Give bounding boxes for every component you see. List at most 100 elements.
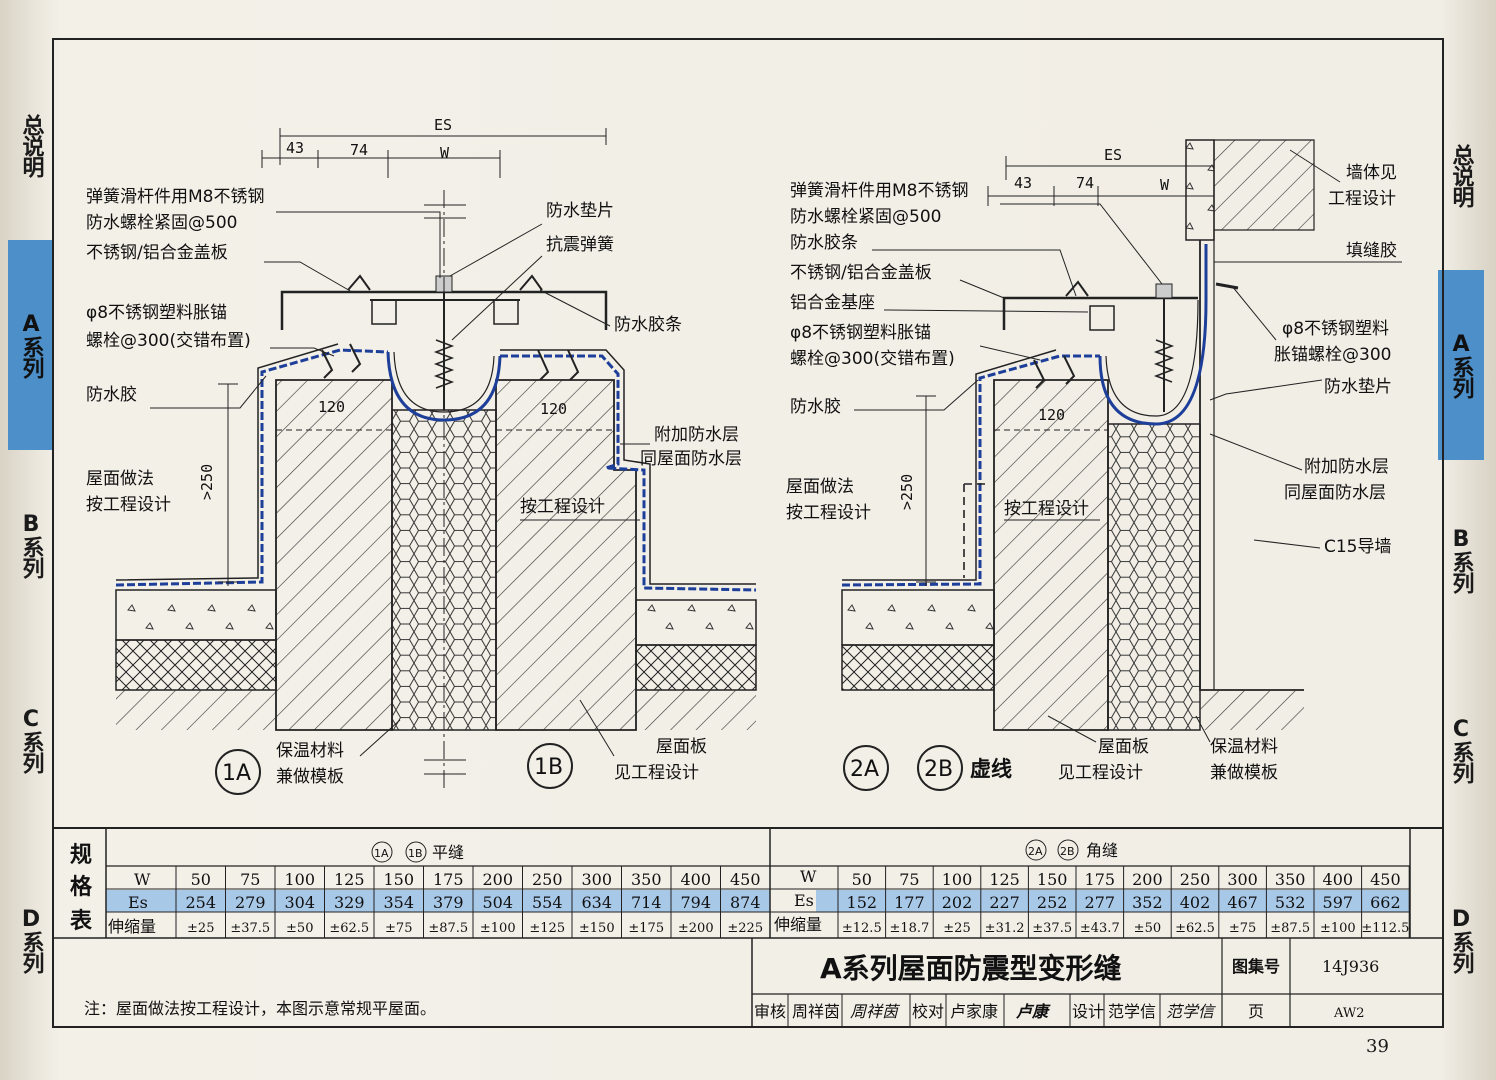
table-cell-left-w: 150: [383, 870, 414, 889]
table-cell-left-w: 400: [680, 870, 711, 889]
table-cell-right-es: 597: [1323, 893, 1354, 912]
table-cell-left-es: 634: [581, 893, 612, 912]
label-sealant-right: 防水胶: [790, 397, 841, 417]
label-anchor-line1-right: φ8不锈钢塑料胀锚: [790, 323, 931, 343]
table-cell-left-stretch: ±100: [480, 921, 516, 936]
dim-w-right: W: [1160, 176, 1170, 194]
label-insul-line2-left: 兼做模板: [276, 767, 344, 787]
label-guide-right: C15导墙: [1324, 537, 1392, 557]
table-title-char-1: 规: [70, 843, 92, 868]
label-wall-line2-right: 工程设计: [1328, 189, 1396, 209]
side-tab-a-right[interactable]: A系列: [1438, 270, 1484, 460]
label-roof-line1-right: 屋面做法: [786, 477, 854, 497]
table-cell-left-stretch: ±37.5: [230, 921, 270, 936]
row-label-es-right: Es: [794, 891, 814, 910]
label-design-left: 按工程设计: [520, 497, 605, 517]
dim-es-left: ES: [434, 116, 452, 134]
table-cell-left-stretch: ±175: [628, 921, 664, 936]
table-cell-right-stretch: ±12.5: [842, 921, 882, 936]
table-title-char-2: 格: [70, 874, 93, 900]
label-insul-line1-left: 保温材料: [276, 741, 344, 761]
table-cell-left-stretch: ±25: [187, 921, 214, 936]
table-cell-left-w: 200: [482, 870, 513, 889]
label-roof-line2-left: 按工程设计: [86, 495, 171, 515]
checker-signature: 卢康: [1016, 1002, 1051, 1021]
row-label-stretch-left: 伸缩量: [108, 917, 156, 936]
dim-43-left: 43: [286, 139, 304, 157]
label-design-right: 按工程设计: [1004, 499, 1089, 519]
row-label-w-right: W: [800, 867, 817, 886]
table-cell-right-es: 202: [942, 893, 973, 912]
tag-2b: 2B: [924, 757, 953, 782]
table-cell-left-stretch: ±225: [727, 921, 763, 936]
table-cell-right-es: 662: [1370, 893, 1401, 912]
table-cell-right-es: 277: [1085, 893, 1116, 912]
row-label-es-left: Es: [128, 893, 148, 912]
drawing-title: A系列屋面防震型变形缝: [820, 952, 1122, 985]
side-tab-d-left[interactable]: D系列: [18, 907, 44, 973]
table-cell-left-es: 329: [334, 893, 365, 912]
table-cell-right-es: 152: [847, 893, 878, 912]
tag-1a: 1A: [222, 761, 251, 786]
designer-name: 范学信: [1108, 1002, 1156, 1021]
drawing-frame: [52, 38, 1444, 1028]
dim-120a-left: 120: [318, 398, 345, 416]
title-block: A系列屋面防震型变形缝 图集号 14J936 审核 周祥茵 周祥茵 校对 卢家康…: [751, 938, 1442, 1026]
side-tab-a-left[interactable]: A系列: [8, 240, 54, 450]
table-cell-right-stretch: ±75: [1229, 921, 1256, 936]
label-anchor-line2-left: 螺栓@300(交错布置): [86, 331, 251, 351]
table-cell-left-es: 279: [235, 893, 266, 912]
table-cell-right-w: 175: [1085, 870, 1116, 889]
side-tab-d-right[interactable]: D系列: [1448, 907, 1474, 973]
table-cell-left-stretch: ±150: [579, 921, 615, 936]
side-tab-b-right[interactable]: B系列: [1448, 527, 1474, 593]
table-cell-right-w: 50: [852, 870, 872, 889]
label-anchor-line1-left: φ8不锈钢塑料胀锚: [86, 303, 227, 323]
table-cell-right-stretch: ±37.5: [1032, 921, 1072, 936]
page-code: AW2: [1333, 1006, 1365, 1021]
table-cell-left-es: 354: [383, 893, 414, 912]
reviewer-signature: 周祥茵: [850, 1002, 901, 1021]
side-tab-general-left[interactable]: 总说明: [18, 113, 44, 177]
table-cell-right-stretch: ±50: [1134, 921, 1161, 936]
table-cell-left-w: 450: [730, 870, 761, 889]
table-cell-right-es: 352: [1132, 893, 1163, 912]
design-label: 设计: [1072, 1002, 1104, 1021]
row-label-stretch-right: 伸缩量: [774, 915, 822, 934]
table-tag-2b: 2B: [1060, 845, 1075, 858]
label-sealant-left: 防水胶: [86, 385, 137, 405]
table-cell-right-w: 250: [1180, 870, 1211, 889]
table-cell-left-w: 100: [284, 870, 315, 889]
side-tab-c-left[interactable]: C系列: [18, 707, 44, 773]
tag-1b: 1B: [534, 755, 563, 780]
table-cell-left-w: 350: [631, 870, 662, 889]
table-cell-right-w: 400: [1323, 870, 1354, 889]
table-cell-left-stretch: ±125: [529, 921, 565, 936]
table-cell-right-w: 100: [942, 870, 973, 889]
table-cell-left-w: 125: [334, 870, 365, 889]
label-anchor-line2-right: 螺栓@300(交错布置): [790, 349, 955, 369]
dim-es-right: ES: [1104, 146, 1122, 164]
label-base-right: 铝合金基座: [790, 293, 875, 313]
label-slab-line2-right: 见工程设计: [1058, 763, 1143, 783]
dim-250-right: >250: [898, 474, 916, 510]
side-tab-c-right[interactable]: C系列: [1448, 717, 1474, 783]
table-cell-right-stretch: ±25: [943, 921, 970, 936]
table-cell-right-es: 227: [989, 893, 1020, 912]
label-filler-right: 填缝胶: [1346, 241, 1397, 261]
table-header-corner: 角缝: [1086, 841, 1118, 860]
side-tab-general-right[interactable]: 总说明: [1448, 143, 1474, 207]
label-insul-line1-right: 保温材料: [1210, 737, 1278, 757]
footnote: 注：屋面做法按工程设计，本图示意常规平屋面。: [84, 999, 436, 1018]
dim-43-right: 43: [1014, 174, 1032, 192]
side-tab-b-left[interactable]: B系列: [18, 512, 44, 578]
table-cell-right-es: 402: [1180, 893, 1211, 912]
label-bolt-line2-left: 防水螺栓紧固@500: [86, 213, 237, 233]
table-header-flat: 平缝: [432, 843, 464, 862]
table-cell-left-stretch: ±200: [678, 921, 714, 936]
dim-120-right: 120: [1038, 406, 1065, 424]
atlas-label: 图集号: [1232, 957, 1280, 976]
tag-2a: 2A: [850, 757, 879, 782]
table-cell-right-stretch: ±112.5: [1361, 921, 1409, 936]
